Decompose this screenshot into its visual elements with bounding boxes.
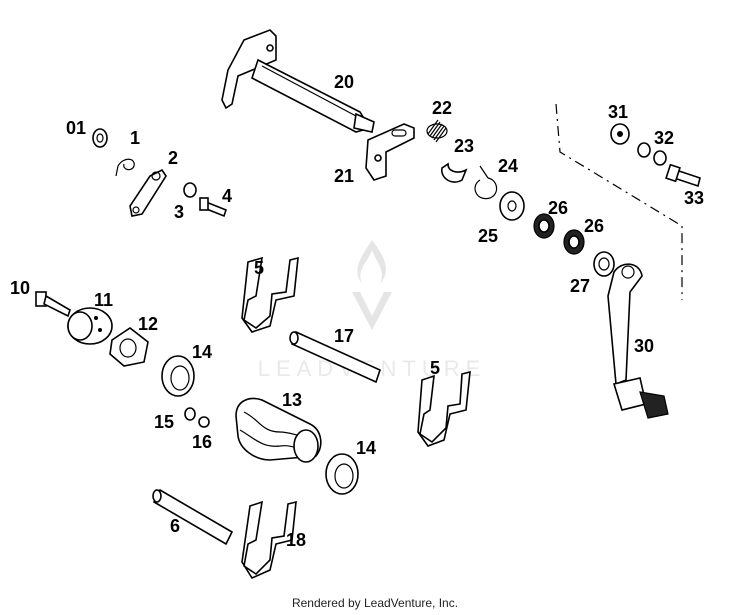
part-23-clip[interactable] <box>441 162 468 183</box>
part-30-shift-lever[interactable] <box>607 263 669 419</box>
callout-4: 4 <box>222 186 232 206</box>
callout-16: 16 <box>192 432 212 452</box>
part-24-torsion-spring[interactable] <box>474 165 498 200</box>
callout-24: 24 <box>498 156 518 176</box>
part-21-plate[interactable] <box>365 123 415 181</box>
part-1-spring[interactable] <box>115 158 135 177</box>
part-22-spring[interactable] <box>426 119 448 143</box>
callout-17: 17 <box>334 326 354 346</box>
part-20-shift-shaft[interactable] <box>221 29 375 133</box>
callout-14-upper: 14 <box>192 342 212 362</box>
callout-6: 6 <box>170 516 180 536</box>
callout-3: 3 <box>174 202 184 222</box>
callout-11: 11 <box>94 290 113 310</box>
part-32-washers[interactable] <box>637 142 667 166</box>
part-5-shift-fork-2[interactable] <box>417 370 471 447</box>
part-11-index-drum[interactable] <box>67 307 113 345</box>
part-26-needle-bearing-2[interactable] <box>563 229 585 255</box>
callout-5-upper: 5 <box>254 258 264 278</box>
callout-15: 15 <box>154 412 174 432</box>
callout-14-lower: 14 <box>356 438 376 458</box>
part-33-bolt[interactable] <box>665 163 701 188</box>
part-13-shift-drum[interactable] <box>235 397 322 463</box>
callout-23: 23 <box>454 136 474 156</box>
callout-2: 2 <box>168 148 178 168</box>
part-01-bushing[interactable] <box>92 128 108 148</box>
callout-5-lower: 5 <box>430 358 440 378</box>
part-31-washer[interactable] <box>610 123 630 145</box>
callout-31: 31 <box>608 102 628 122</box>
callout-30: 30 <box>634 336 654 356</box>
part-12-segment[interactable] <box>109 327 149 367</box>
callout-27: 27 <box>570 276 590 296</box>
part-18-shift-fork[interactable] <box>241 500 297 580</box>
part-26-needle-bearing[interactable] <box>533 213 555 239</box>
part-17-rod[interactable] <box>289 330 381 384</box>
part-16-screw[interactable] <box>198 416 210 428</box>
part-6-rod[interactable] <box>152 488 234 546</box>
callout-13: 13 <box>282 390 302 410</box>
callout-21: 21 <box>334 166 354 186</box>
callout-1: 1 <box>130 128 140 148</box>
callout-10: 10 <box>10 278 30 298</box>
part-2-lever[interactable] <box>129 168 167 217</box>
part-14-seal-2[interactable] <box>325 453 359 495</box>
part-10-bolt[interactable] <box>35 291 71 318</box>
callout-01: 01 <box>66 118 86 138</box>
part-5-shift-fork[interactable] <box>241 256 299 333</box>
callout-26-first: 26 <box>548 198 568 218</box>
callout-20: 20 <box>334 72 354 92</box>
part-14-seal[interactable] <box>161 355 195 397</box>
callout-33: 33 <box>684 188 704 208</box>
part-4-screw[interactable] <box>199 197 227 218</box>
callout-18: 18 <box>286 530 306 550</box>
part-15-washer[interactable] <box>184 407 196 421</box>
assembly-bracket <box>555 103 683 300</box>
callout-26-second: 26 <box>584 216 604 236</box>
part-25-washer[interactable] <box>499 191 525 221</box>
callout-25: 25 <box>478 226 498 246</box>
callout-12: 12 <box>138 314 158 334</box>
part-3-washer[interactable] <box>183 182 197 198</box>
callout-22: 22 <box>432 98 452 118</box>
part-27-seal[interactable] <box>593 251 615 277</box>
callout-32: 32 <box>654 128 674 148</box>
footer-credit: Rendered by LeadVenture, Inc. <box>291 596 459 610</box>
